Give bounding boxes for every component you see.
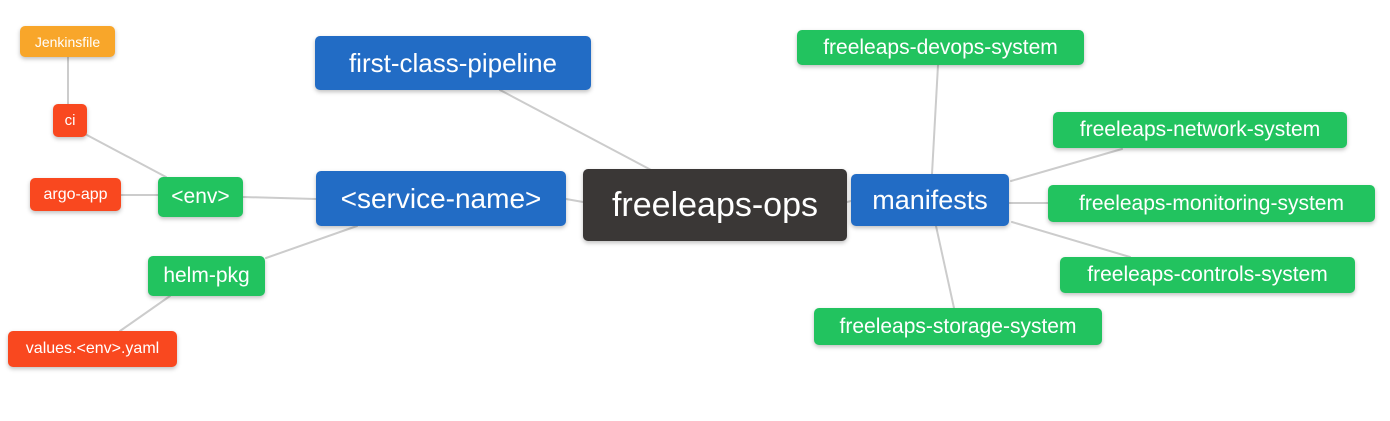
edge-helm-pkg-to-values-env-yaml xyxy=(119,295,171,332)
node-freeleaps-monitoring-system[interactable]: freeleaps-monitoring-system xyxy=(1048,185,1375,222)
node-service-name[interactable]: <service-name> xyxy=(316,171,566,226)
node-jenkinsfile[interactable]: Jenkinsfile xyxy=(20,26,115,57)
edge-manifests-to-freeleaps-storage-system xyxy=(935,225,955,309)
edge-freeleaps-devops-system-to-manifests xyxy=(931,64,939,175)
node-values-env-yaml[interactable]: values.<env>.yaml xyxy=(8,331,177,367)
node-helm-pkg[interactable]: helm-pkg xyxy=(148,256,265,296)
node-manifests[interactable]: manifests xyxy=(851,174,1009,226)
node-ci[interactable]: ci xyxy=(53,104,87,137)
node-argo-app[interactable]: argo-app xyxy=(30,178,121,211)
edge-first-class-pipeline-to-freeleaps-ops xyxy=(499,89,654,172)
node-freeleaps-storage-system[interactable]: freeleaps-storage-system xyxy=(814,308,1102,345)
edge-manifests-to-freeleaps-controls-system xyxy=(1011,221,1131,258)
node-freeleaps-ops[interactable]: freeleaps-ops xyxy=(583,169,847,241)
edge-service-name-to-freeleaps-ops xyxy=(565,198,584,203)
node-freeleaps-network-system[interactable]: freeleaps-network-system xyxy=(1053,112,1347,148)
edge-service-name-to-helm-pkg xyxy=(265,225,358,259)
node-freeleaps-devops-system[interactable]: freeleaps-devops-system xyxy=(797,30,1084,65)
node-first-class-pipeline[interactable]: first-class-pipeline xyxy=(315,36,591,90)
node-env[interactable]: <env> xyxy=(158,177,243,217)
node-freeleaps-controls-system[interactable]: freeleaps-controls-system xyxy=(1060,257,1355,293)
edge-ci-to-env xyxy=(84,133,167,178)
edge-freeleaps-ops-to-manifests xyxy=(846,200,852,203)
edge-env-to-service-name xyxy=(242,196,317,200)
edge-manifests-to-freeleaps-network-system xyxy=(1010,148,1123,182)
